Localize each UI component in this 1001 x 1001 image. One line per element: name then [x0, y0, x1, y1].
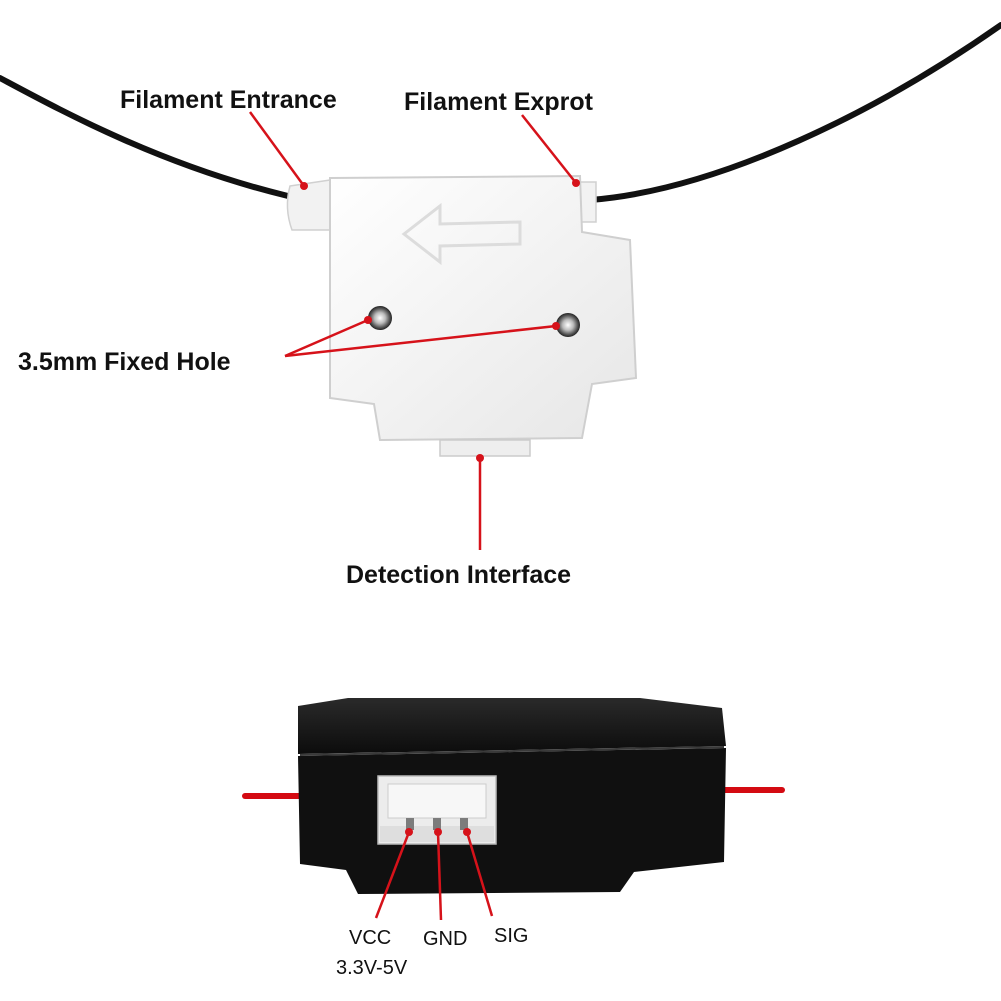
label-pin-sig: SIG	[494, 925, 529, 947]
leader-line-entrance	[248, 111, 308, 190]
label-filament-entrance: Filament Entrance	[120, 86, 337, 114]
leader-line-fixed-hole-left	[284, 316, 372, 358]
fixed-hole-left	[368, 306, 392, 330]
leader-line-sig	[463, 828, 494, 917]
label-filament-exit: Filament Exprot	[404, 88, 593, 116]
leader-line-exit	[521, 114, 580, 187]
label-pin-vcc-range: 3.3V-5V	[336, 957, 408, 979]
label-pin-vcc: VCC	[349, 927, 392, 949]
leader-line-gnd	[434, 828, 443, 921]
filament-tube-right	[587, 22, 1001, 203]
black-sensor-module	[298, 698, 726, 894]
label-fixed-hole: 3.5mm Fixed Hole	[18, 348, 231, 376]
filament-tube-left	[0, 75, 291, 199]
leader-line-fixed-hole-right	[284, 322, 560, 358]
white-sensor-module	[286, 174, 638, 457]
label-detection-interface: Detection Interface	[346, 561, 572, 589]
leader-line-detection	[476, 454, 484, 550]
label-pin-gnd: GND	[423, 928, 468, 950]
fixed-hole-right	[556, 313, 580, 337]
leader-line-vcc	[374, 828, 413, 919]
